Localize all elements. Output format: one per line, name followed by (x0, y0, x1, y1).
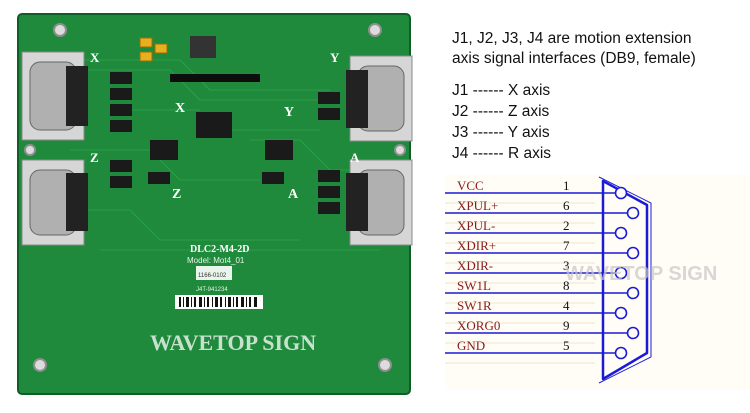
connector-label-y: Y (330, 50, 340, 65)
mapping-j4: J4 ------ R axis (452, 145, 552, 162)
pin-label: XPUL- (457, 218, 495, 233)
model-title: DLC2-M4-2D (190, 244, 249, 255)
mounting-holes (24, 23, 406, 372)
axis-label-z: Z (172, 187, 181, 202)
pin-hole (626, 246, 640, 260)
barcode-text: J4T-941234 (196, 287, 228, 293)
pin-label: VCC (457, 178, 484, 193)
version-label: 1166-0102 (198, 273, 227, 279)
connector-j4 (346, 159, 413, 246)
pin-label: XDIR- (457, 258, 493, 273)
mapping-j3: J3 ------ Y axis (452, 124, 550, 141)
connector-label-a: A (350, 150, 360, 165)
pin-hole (614, 306, 628, 320)
pin-label: XORG0 (457, 318, 500, 333)
pin-hole (614, 346, 628, 360)
connector-j2 (21, 159, 88, 246)
mapping-j2: J2 ------ Z axis (452, 103, 550, 120)
pin-hole (626, 286, 640, 300)
pin-label: SW1L (457, 278, 491, 293)
connector-label-x: X (90, 50, 100, 65)
pin-number: 7 (563, 238, 570, 253)
board-watermark: WAVETOP SIGN (150, 330, 316, 355)
pin-hole (614, 226, 628, 240)
mapping-j1: J1 ------ X axis (452, 82, 551, 99)
pin-header (170, 74, 260, 82)
description-line-2: axis signal interfaces (DB9, female) (452, 50, 696, 67)
pin-number: 3 (563, 258, 570, 273)
pin-number: 1 (563, 178, 570, 193)
axis-label-y: Y (284, 105, 294, 120)
pin-hole (614, 266, 628, 280)
pin-label: GND (457, 338, 485, 353)
pin-hole (626, 326, 640, 340)
connector-j3 (346, 55, 413, 142)
axis-label-a: A (288, 187, 299, 202)
pin-number: 4 (563, 298, 570, 313)
pin-number: 8 (563, 278, 570, 293)
pin-label: XPUL+ (457, 198, 498, 213)
pin-hole (626, 206, 640, 220)
pin-number: 5 (563, 338, 570, 353)
ic-chips (110, 36, 340, 214)
board-photo: X Y Z A X Y Z A DLC2-M4-2D Model: Mot4_0… (17, 13, 413, 395)
connector-label-z: Z (90, 150, 99, 165)
pinout-watermark: WAVETOP SIGN (565, 263, 717, 285)
pin-number: 9 (563, 318, 570, 333)
pin-number: 2 (563, 218, 570, 233)
connector-j1 (21, 51, 88, 141)
description-line-1: J1, J2, J3, J4 are motion extension (452, 30, 692, 47)
pin-hole (614, 186, 628, 200)
pin-label: XDIR+ (457, 238, 496, 253)
pin-label: SW1R (457, 298, 492, 313)
axis-label-x: X (175, 101, 185, 116)
pin-number: 6 (563, 198, 570, 213)
capacitors (139, 37, 168, 62)
model-sub: Model: Mot4_01 (187, 256, 245, 265)
